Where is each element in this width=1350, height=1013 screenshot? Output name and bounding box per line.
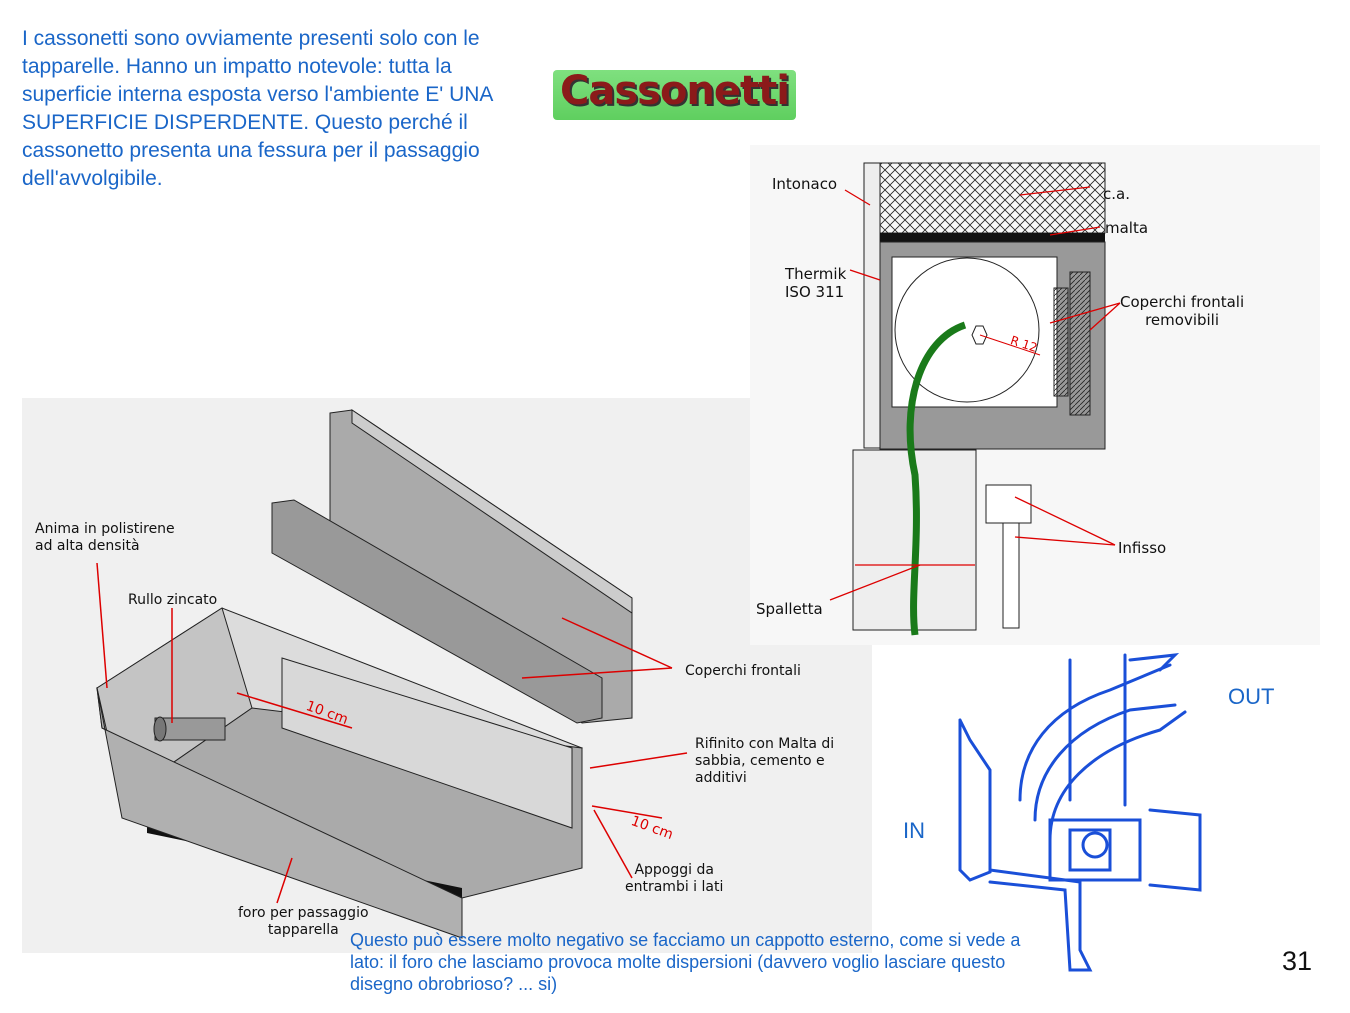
intro-text: I cassonetti sono ovviamente presenti so…	[22, 27, 493, 190]
label-in: IN	[903, 818, 925, 843]
label-foro-line1: foro per passaggio	[238, 905, 369, 921]
label-rullo: Rullo zincato	[128, 592, 218, 608]
label-foro-line2: tapparella	[267, 922, 339, 938]
label-coperchi-line1: Coperchi frontali	[1120, 293, 1245, 311]
label-rifinito-line3: additivi	[695, 770, 747, 786]
label-intonaco: Intonaco	[772, 175, 838, 193]
section-cassonetto-drawing	[750, 145, 1320, 645]
label-anima-line1: Anima in polistirene	[35, 521, 175, 537]
page-number: 31	[1282, 946, 1313, 976]
label-appoggi-line1: Appoggi da	[634, 862, 714, 878]
label-ca: c.a.	[1103, 185, 1130, 203]
isometric-cassonetto-drawing	[22, 398, 872, 953]
bottom-note: Questo può essere molto negativo se facc…	[350, 930, 1021, 994]
label-coperchi-frontali: Coperchi frontali	[685, 663, 801, 679]
label-infisso: Infisso	[1118, 539, 1167, 557]
label-thermik-line1: Thermik	[785, 265, 847, 283]
label-thermik-line2: ISO 311	[785, 283, 845, 301]
label-coperchi-line2: removibili	[1145, 311, 1220, 329]
label-malta: malta	[1105, 219, 1149, 237]
label-out: OUT	[1228, 684, 1275, 709]
label-rifinito-line2: sabbia, cemento e	[695, 753, 825, 769]
hand-sketch	[958, 653, 1202, 972]
label-rifinito-line1: Rifinito con Malta di	[695, 736, 835, 752]
title-background	[553, 70, 796, 120]
slide-title: Cassonetti	[559, 68, 790, 114]
label-appoggi-line2: entrambi i lati	[625, 879, 724, 895]
label-anima-line2: ad alta densità	[35, 538, 140, 554]
label-spalletta: Spalletta	[756, 600, 823, 618]
